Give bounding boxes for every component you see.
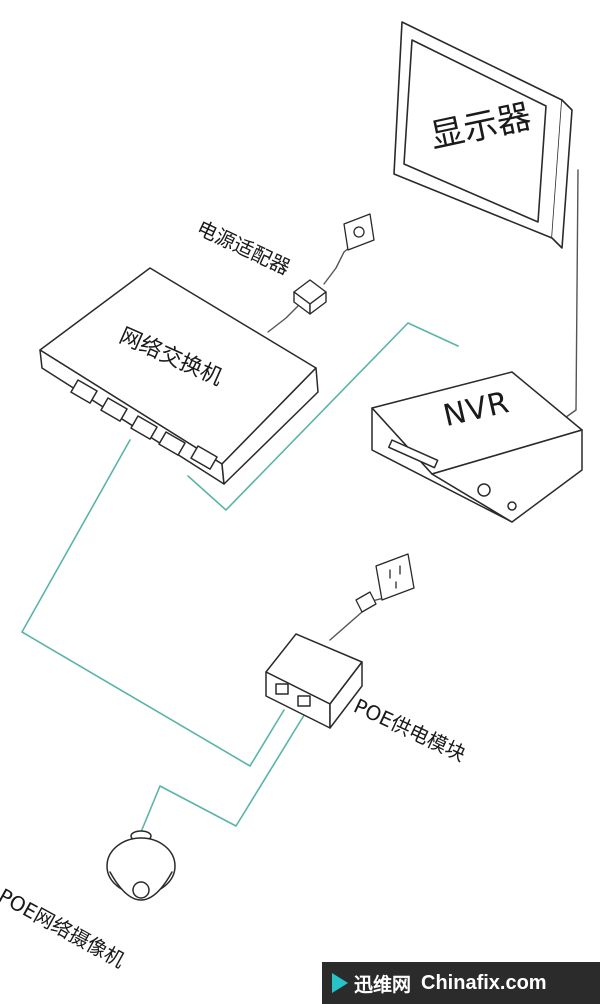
watermark: 迅维网 Chinafix.com [322, 962, 600, 1004]
switch-port-2 [100, 397, 128, 422]
cable-switch-to-poe-module [21, 439, 285, 767]
cable-adapter-to-switch [267, 305, 299, 333]
cable-switch-to-nvr [187, 322, 459, 511]
poe-module-side [329, 661, 363, 729]
poe-module-port-out [297, 695, 311, 707]
wall-outlet-middle [375, 553, 415, 601]
nvr-drive-slot [387, 439, 439, 469]
poe-module [265, 633, 363, 729]
watermark-brand-en: Chinafix.com [421, 971, 547, 994]
switch-port-4 [158, 431, 186, 456]
network-cables [21, 322, 459, 833]
switch-port-5 [190, 445, 218, 470]
play-arrow-icon [332, 973, 348, 993]
switch-side [221, 367, 319, 485]
power-adapter [293, 279, 327, 315]
camera-lens [132, 881, 150, 899]
monitor-side [551, 99, 573, 249]
switch-port-3 [130, 415, 158, 440]
nvr-knob [477, 483, 491, 497]
power-plug [355, 591, 377, 613]
network-switch [39, 267, 319, 485]
nvr-button [507, 501, 517, 511]
nvr-side [431, 429, 583, 523]
monitor-screen [403, 39, 547, 223]
nvr [371, 371, 583, 523]
cable-poe-module-to-camera [140, 711, 307, 833]
poe-module-port-in [275, 683, 289, 695]
switch-port-1 [70, 379, 98, 404]
watermark-brand-cn: 迅维网 [354, 973, 412, 996]
cable-poe-module-plug [329, 611, 363, 641]
wall-outlet-top [343, 213, 375, 251]
monitor [393, 21, 573, 249]
poe-camera [106, 830, 176, 901]
